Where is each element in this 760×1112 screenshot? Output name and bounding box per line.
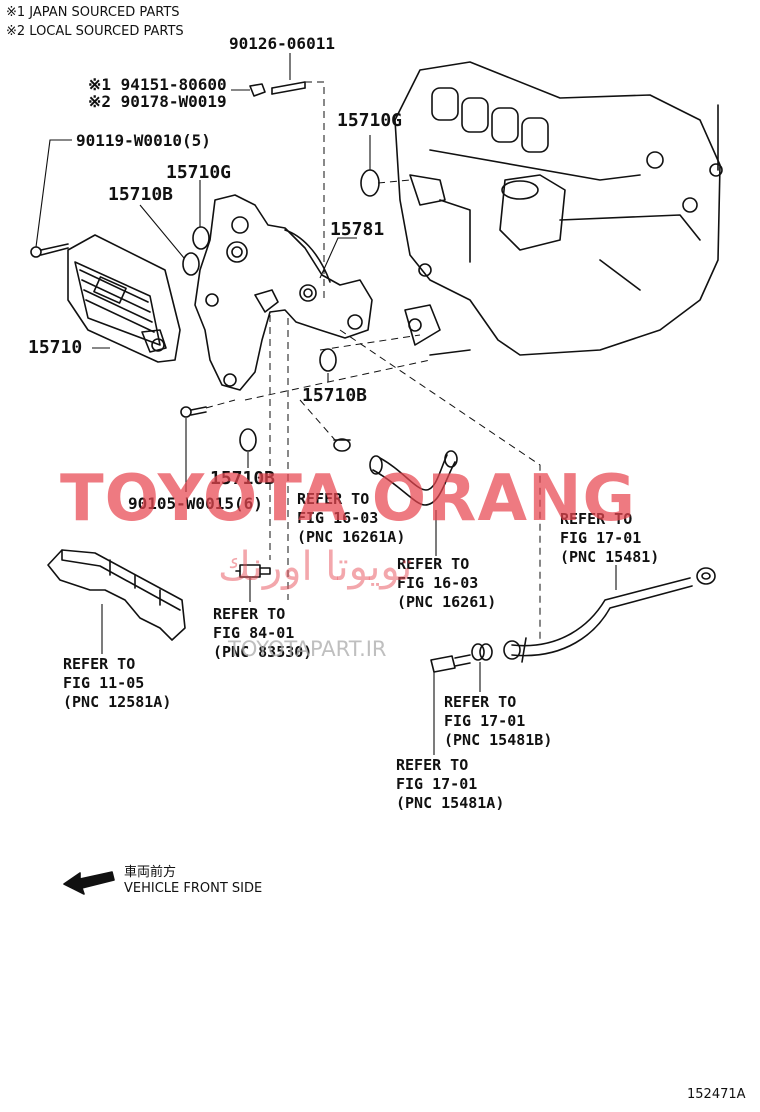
part-90126-06011[interactable]: 90126-06011 <box>229 34 335 53</box>
vehicle-front-label-jp: 車両前方 <box>124 865 177 880</box>
part-15781[interactable]: 15781 <box>330 219 385 240</box>
part-15710B-cooler[interactable]: 15710B <box>108 184 174 205</box>
dash-stud <box>305 81 325 300</box>
oil-pressure-switch-83530 <box>235 564 271 578</box>
dash-clamp <box>299 399 336 441</box>
hose-16261 <box>369 450 458 506</box>
part-15710[interactable]: 15710 <box>28 337 83 358</box>
refer-fig-17-01-15481A[interactable]: REFER TO FIG 17-01 (PNC 15481A) <box>396 756 505 812</box>
refer-fig-17-01-15481[interactable]: REFER TO FIG 17-01 (PNC 15481) <box>560 510 660 566</box>
part-15710G-cooler[interactable]: 15710G <box>166 162 232 183</box>
part-15710G-engine[interactable]: 15710G <box>337 110 403 131</box>
part-15710B-lower[interactable]: 15710B <box>210 468 276 489</box>
leader-15781 <box>319 237 357 279</box>
o-ring-15710G-engine <box>360 169 380 197</box>
dash-housing-engine <box>319 334 421 351</box>
part-90178-W0019[interactable]: ※2 90178-W0019 <box>88 92 227 111</box>
refer-fig-84-01-83530[interactable]: REFER TO FIG 84-01 (PNC 83530) <box>213 605 313 661</box>
stud-90126 <box>271 81 306 95</box>
clamp-16261A <box>333 438 351 452</box>
bolt-90105 <box>180 406 207 418</box>
part-94151-80600[interactable]: ※1 94151-80600 <box>88 75 227 94</box>
refer-fig-11-05-12581A[interactable]: REFER TO FIG 11-05 (PNC 12581A) <box>63 655 172 711</box>
oil-filter-housing <box>194 194 373 391</box>
o-ring-15710B-right <box>319 348 337 372</box>
refer-fig-17-01-15481B[interactable]: REFER TO FIG 17-01 (PNC 15481B) <box>444 693 553 749</box>
watermark-brand: TOYOTA ORANG <box>60 462 637 536</box>
vehicle-front-arrow <box>63 871 115 895</box>
dash-housing-lower <box>244 359 431 401</box>
note-japan-sourced: ※1 JAPAN SOURCED PARTS <box>6 5 180 20</box>
dash-oring-15710G <box>377 179 411 184</box>
dash-bolt-lower <box>205 399 236 409</box>
oil-pipe-15481 <box>503 567 716 663</box>
figure-id: 152471A <box>687 1087 746 1102</box>
oil-cooler-15710 <box>67 234 181 363</box>
watermark-arabic: تويوتا اورنك <box>218 544 413 590</box>
gasket-15481B <box>471 643 493 661</box>
note-local-sourced: ※2 LOCAL SOURCED PARTS <box>6 24 184 39</box>
engine-mount-12581A <box>47 549 186 641</box>
leader-15710B-a <box>139 204 185 259</box>
nut-94151 <box>249 83 266 97</box>
vehicle-front-label-en: VEHICLE FRONT SIDE <box>124 881 263 896</box>
dash-to-pipe <box>339 329 541 640</box>
o-ring-15710G-cooler <box>192 226 210 250</box>
engine-block-outline <box>394 61 723 356</box>
o-ring-15710B-cooler <box>182 252 200 276</box>
part-90105-W0015[interactable]: 90105-W0015(6) <box>128 494 263 513</box>
leader-90119 <box>35 139 72 248</box>
o-ring-15710B-lower <box>239 428 257 452</box>
refer-fig-16-03-16261A[interactable]: REFER TO FIG 16-03 (PNC 16261A) <box>297 490 406 546</box>
union-bolt-15481A <box>430 654 471 673</box>
part-90119-W0010[interactable]: 90119-W0010(5) <box>76 131 211 150</box>
refer-fig-16-03-16261[interactable]: REFER TO FIG 16-03 (PNC 16261) <box>397 555 497 611</box>
part-15710B-right[interactable]: 15710B <box>302 385 368 406</box>
watermark-url: TOYOTAPART.IR <box>228 637 387 661</box>
